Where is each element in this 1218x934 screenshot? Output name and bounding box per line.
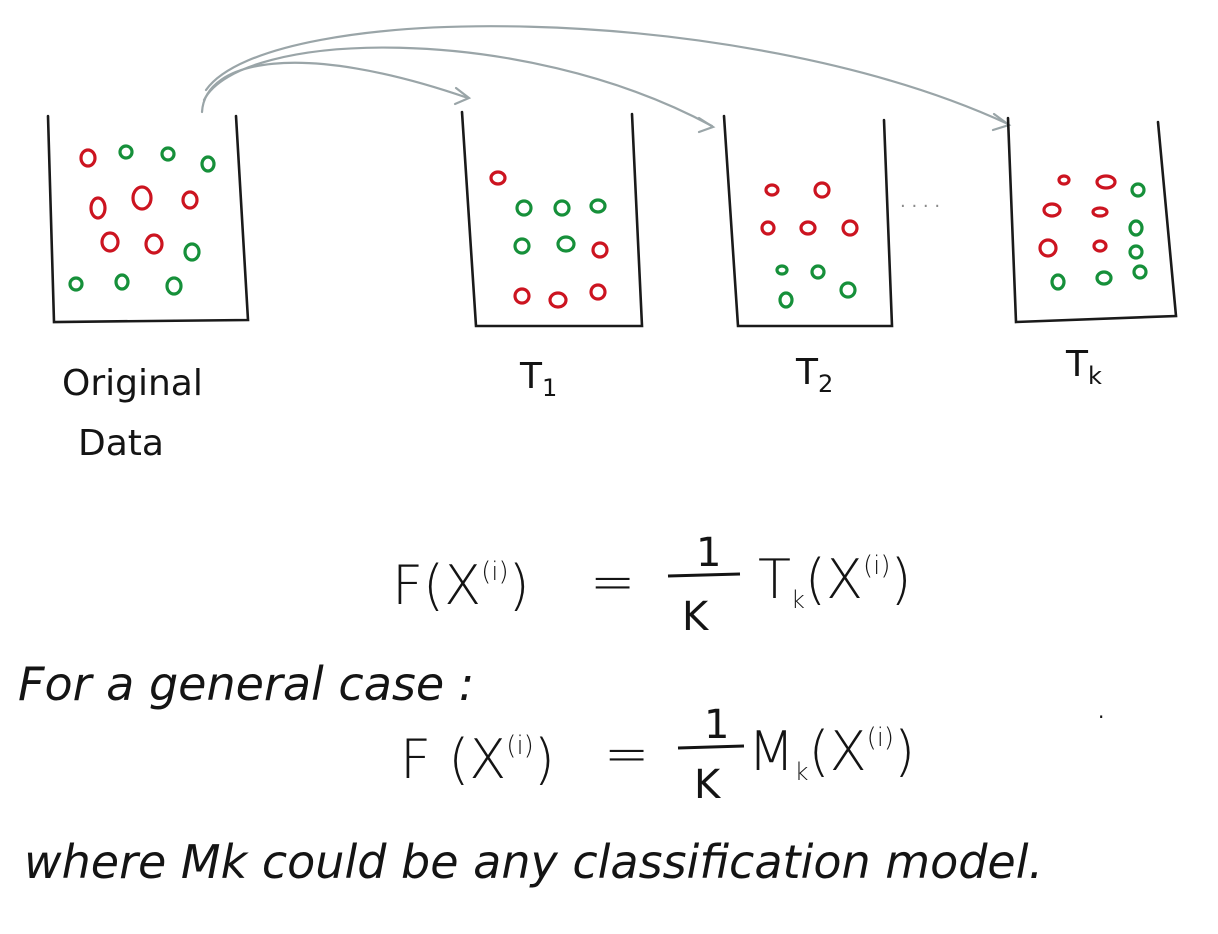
formula1-equals: = [590,550,635,613]
green-sample-dot [553,199,571,217]
red-sample-dot [799,220,817,236]
formula2-fraction-bar [677,744,745,750]
green-sample-dot [114,273,130,291]
red-sample-dot [813,181,831,199]
red-sample-dot [131,185,153,211]
formula-general-model: F (X(i)) = 1 K Mk(X(i)) [400,702,915,808]
formula1-fraction-bar [667,572,741,578]
green-sample-dot [839,281,857,299]
green-sample-dot [1128,244,1144,260]
green-sample-dot [1050,273,1066,291]
green-sample-dot [775,264,789,276]
green-sample-dot [515,199,533,217]
container-t2 [722,114,894,328]
formula2-denominator: K [694,762,722,808]
green-sample-dot [68,276,84,292]
bootstrap-arrows [200,25,1012,134]
footnote-text: where Mk could be any classification mod… [24,835,1043,889]
red-sample-dot [79,148,97,168]
green-sample-dot [513,237,531,255]
green-sample-dot [118,144,134,160]
original-label-line2: Data [78,423,164,464]
red-sample-dot [1095,174,1117,190]
red-sample-dot [1042,202,1062,218]
t2-dots [760,181,859,309]
formula2-numerator: 1 [704,702,729,748]
green-sample-dot [810,264,826,280]
formula2-rhs: Mk(X(i)) [748,720,915,786]
formula2-lhs: F (X(i)) [400,728,555,791]
arrow-to-tk [204,25,1010,126]
stray-dot: . [1098,699,1104,723]
container-tk [1006,116,1178,324]
red-sample-dot [841,219,859,237]
red-sample-dot [1057,174,1071,186]
red-sample-dot [181,190,199,210]
container-original-data [46,114,250,324]
ellipsis: · · · · [900,196,940,217]
original-label-line1: Original [62,363,203,404]
green-sample-dot [165,276,183,296]
formula1-lhs: F(X(i)) [392,554,530,617]
red-sample-dot [760,220,776,236]
t1-label: T1 [519,356,557,402]
green-sample-dot [1095,270,1113,286]
red-sample-dot [489,170,507,186]
red-sample-dot [144,233,164,255]
green-sample-dot [589,198,607,214]
formula1-rhs: Tk(X(i)) [758,548,912,614]
arrow-to-t2-head [697,116,716,134]
red-sample-dot [591,241,609,259]
red-sample-dot [1038,238,1058,258]
red-sample-dot [548,291,568,309]
green-sample-dot [200,155,216,173]
formula-tree-average: F(X(i)) = 1 K Tk(X(i)) [392,530,912,640]
formula1-denominator: K [682,594,710,640]
red-sample-dot [100,231,120,253]
tk-dots [1038,174,1148,291]
red-sample-dot [513,287,531,305]
formula2-equals: = [604,722,649,785]
red-sample-dot [1092,239,1108,253]
original-data-dots [68,144,216,296]
red-sample-dot [89,196,107,220]
green-sample-dot [1132,264,1148,280]
green-sample-dot [160,146,176,162]
red-sample-dot [764,183,780,197]
t1-dots [489,170,609,309]
arrow-to-t2 [202,46,714,128]
green-sample-dot [1130,182,1146,198]
arrow-to-t1-head [453,86,472,106]
general-case-text: For a general case : [18,657,474,711]
green-sample-dot [778,291,794,309]
green-sample-dot [1128,219,1144,237]
red-sample-dot [1091,206,1109,218]
green-sample-dot [556,235,576,253]
formula1-numerator: 1 [696,530,721,576]
t2-label: T2 [795,352,833,398]
green-sample-dot [183,242,201,262]
red-sample-dot [589,283,607,301]
container-t1 [460,110,644,328]
tk-label: Tk [1065,344,1102,390]
